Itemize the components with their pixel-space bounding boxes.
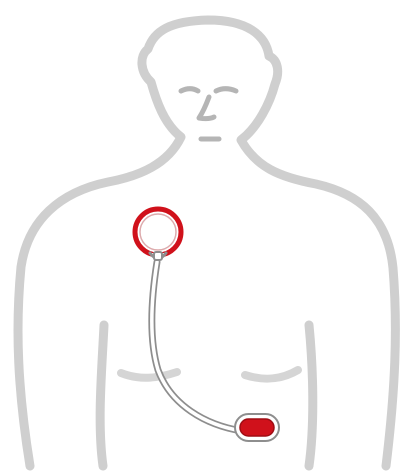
nose: [199, 97, 214, 119]
lead-wire-outline: [152, 262, 242, 431]
lead-wire: [152, 262, 242, 431]
body-outline: [18, 20, 395, 466]
face-features: [181, 89, 236, 139]
processor-unit-core: [240, 419, 274, 436]
left-arm-line: [100, 325, 104, 466]
body-figure: [18, 20, 395, 466]
chest-ring-highlight: [140, 214, 176, 250]
right-pectoral-line: [245, 370, 298, 379]
right-eyebrow: [216, 89, 236, 91]
left-pectoral-line: [121, 372, 177, 378]
right-arm-line: [309, 325, 313, 466]
connector-cap: [154, 252, 162, 260]
implant-device: [135, 209, 279, 441]
chest-ring-coil: [135, 209, 181, 255]
left-eyebrow: [181, 89, 198, 91]
